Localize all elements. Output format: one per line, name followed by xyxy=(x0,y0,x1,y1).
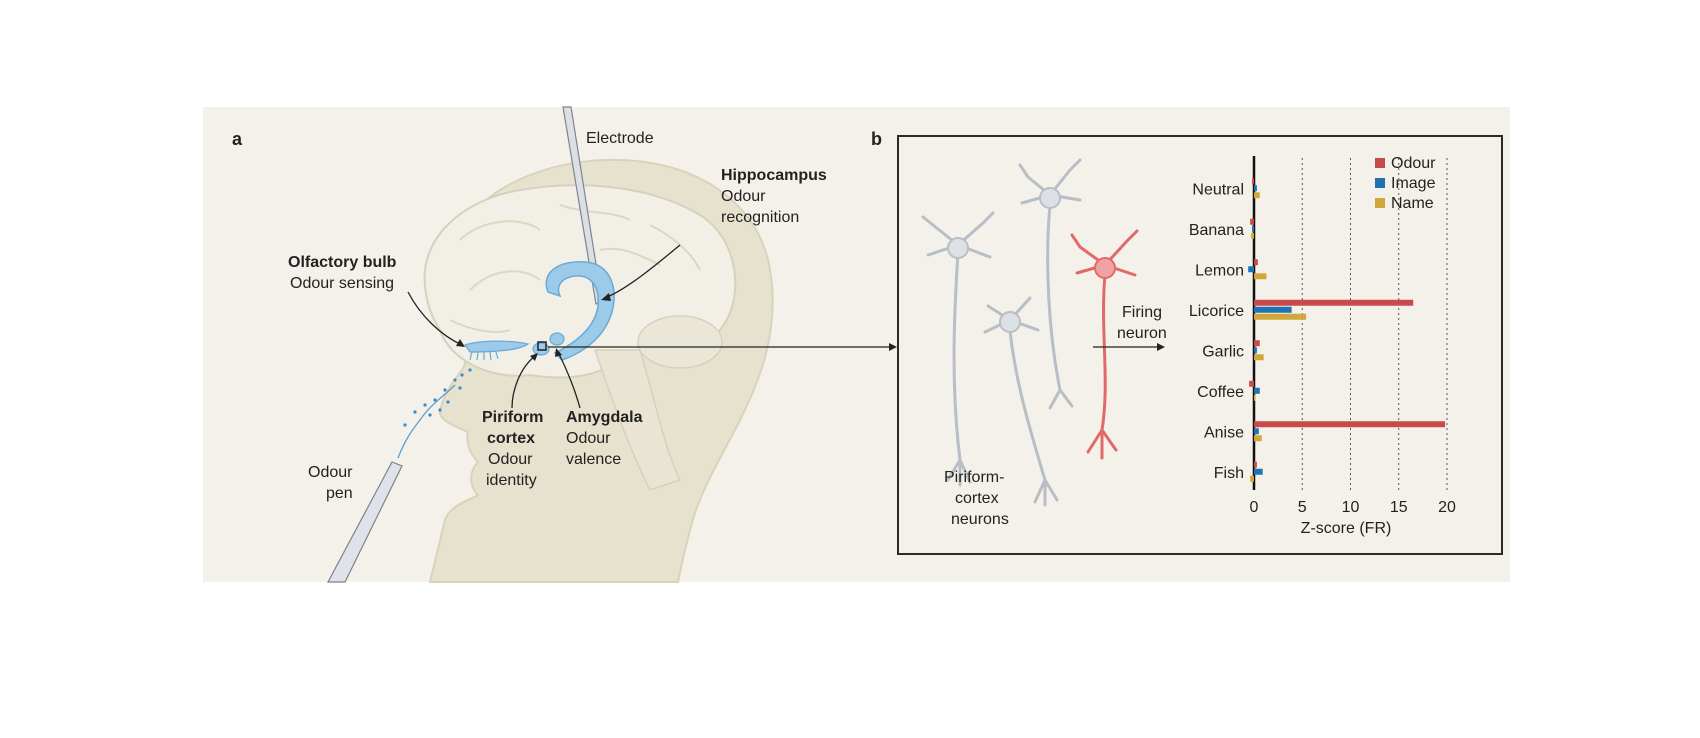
category-label: Lemon xyxy=(1195,262,1244,279)
bar xyxy=(1254,394,1256,401)
odour-pen xyxy=(327,461,403,583)
olfactory-bulb-title: Olfactory bulb xyxy=(288,254,397,271)
x-tick-label: 0 xyxy=(1250,499,1259,516)
category-label: Licorice xyxy=(1189,303,1244,320)
x-tick-label: 5 xyxy=(1298,499,1307,516)
bar xyxy=(1250,475,1254,482)
amygdala-title: Amygdala xyxy=(566,409,643,426)
bar xyxy=(1254,299,1414,306)
brainstem xyxy=(593,349,682,491)
odour-pen-line2: pen xyxy=(326,485,353,502)
category-label: Coffee xyxy=(1197,384,1244,401)
recording-site xyxy=(537,341,547,351)
panel-a-letter: a xyxy=(232,129,243,149)
olfactory-bulb-subtitle: Odour sensing xyxy=(290,275,395,292)
legend-label: Odour xyxy=(1391,155,1436,172)
bar xyxy=(1254,461,1257,468)
category-label: Neutral xyxy=(1192,181,1244,198)
piriform-line2: identity xyxy=(486,472,537,489)
amygdala-line2: valence xyxy=(566,451,622,468)
piriform-neurons-line2: cortex xyxy=(955,490,999,507)
figure-background xyxy=(203,107,1510,582)
bar xyxy=(1254,306,1292,313)
bar xyxy=(1249,380,1254,387)
firing-neuron-line2: neuron xyxy=(1117,325,1167,342)
category-label: Garlic xyxy=(1202,343,1244,360)
electrode-label: Electrode xyxy=(586,130,654,147)
bar xyxy=(1254,468,1263,475)
bar xyxy=(1254,421,1446,428)
panel-b-letter: b xyxy=(871,129,882,149)
x-tick-label: 10 xyxy=(1342,499,1360,516)
hippocampus-title: Hippocampus xyxy=(721,167,827,184)
amygdala-shape xyxy=(549,332,565,346)
bar xyxy=(1254,259,1258,266)
category-label: Fish xyxy=(1214,465,1244,482)
legend-swatch xyxy=(1375,158,1385,168)
panel-b-frame xyxy=(897,135,1503,555)
bar xyxy=(1254,347,1257,354)
bar xyxy=(1254,354,1264,361)
legend-swatch xyxy=(1375,178,1385,188)
piriform-line1: Odour xyxy=(488,451,533,468)
piriform-title-1: Piriform xyxy=(482,409,544,426)
legend-label: Name xyxy=(1391,195,1434,212)
firing-neuron-line1: Firing xyxy=(1122,304,1163,321)
bar xyxy=(1254,340,1260,347)
legend-label: Image xyxy=(1391,175,1436,192)
x-axis-label: Z-score (FR) xyxy=(1301,520,1392,537)
bar xyxy=(1254,273,1267,280)
bar xyxy=(1252,178,1254,185)
cerebellum xyxy=(637,315,723,369)
bar xyxy=(1248,266,1254,273)
bar xyxy=(1254,435,1262,442)
bar xyxy=(1254,387,1260,394)
x-tick-label: 15 xyxy=(1390,499,1408,516)
hippocampus-line2: recognition xyxy=(721,209,800,226)
legend-swatch xyxy=(1375,198,1385,208)
bar xyxy=(1252,225,1254,232)
amygdala-line1: Odour xyxy=(566,430,611,447)
odour-particles xyxy=(403,368,472,427)
bar xyxy=(1254,428,1259,435)
olfactory-bulb-shape xyxy=(464,340,530,353)
odour-pen-line1: Odour xyxy=(308,464,353,481)
x-tick-label: 20 xyxy=(1438,499,1456,516)
bar xyxy=(1251,232,1254,239)
bar xyxy=(1254,192,1260,199)
bar xyxy=(1254,313,1307,320)
piriform-title-2: cortex xyxy=(487,430,536,447)
piriform-neurons-line3: neurons xyxy=(951,511,1009,528)
bar xyxy=(1254,185,1257,192)
bar xyxy=(1250,218,1254,225)
piriform-neurons-line1: Piriform- xyxy=(944,469,1005,486)
piriform-shape xyxy=(532,342,550,356)
hippocampus-line1: Odour xyxy=(721,188,766,205)
category-label: Banana xyxy=(1189,222,1244,239)
category-label: Anise xyxy=(1204,424,1244,441)
